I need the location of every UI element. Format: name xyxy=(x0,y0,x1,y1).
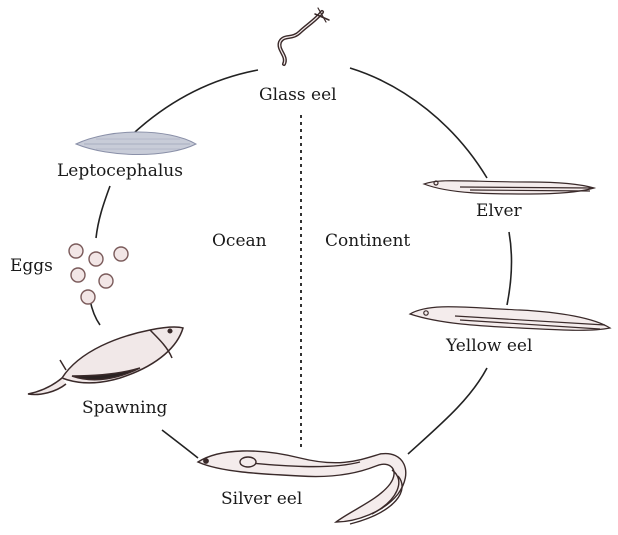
label-leptocephalus: Leptocephalus xyxy=(57,163,183,180)
glass-eel-illustration xyxy=(279,8,329,64)
label-eggs: Eggs xyxy=(10,258,53,275)
label-spawning: Spawning xyxy=(82,400,167,417)
eggs-illustration xyxy=(69,244,128,304)
spawning-eel-illustration xyxy=(28,327,183,395)
label-elver: Elver xyxy=(476,203,522,220)
yellow-eel-illustration xyxy=(410,307,610,331)
arc-yellow-to-elver xyxy=(507,232,511,305)
label-glass-eel: Glass eel xyxy=(259,87,337,104)
arc-spawning-to-silver xyxy=(162,430,198,458)
arc-leptocephalus-to-eggs xyxy=(96,186,110,238)
silver-eel-illustration xyxy=(198,451,406,524)
label-ocean: Ocean xyxy=(212,233,267,250)
leptocephalus-illustration xyxy=(76,132,196,155)
label-silver-eel: Silver eel xyxy=(221,491,302,508)
label-continent: Continent xyxy=(325,233,410,250)
label-yellow-eel: Yellow eel xyxy=(446,338,532,355)
arc-glass-to-leptocephalus xyxy=(135,70,258,132)
arc-elver-to-glass xyxy=(350,68,487,178)
arc-silver-to-yellow xyxy=(408,368,487,454)
elver-illustration xyxy=(424,181,594,194)
